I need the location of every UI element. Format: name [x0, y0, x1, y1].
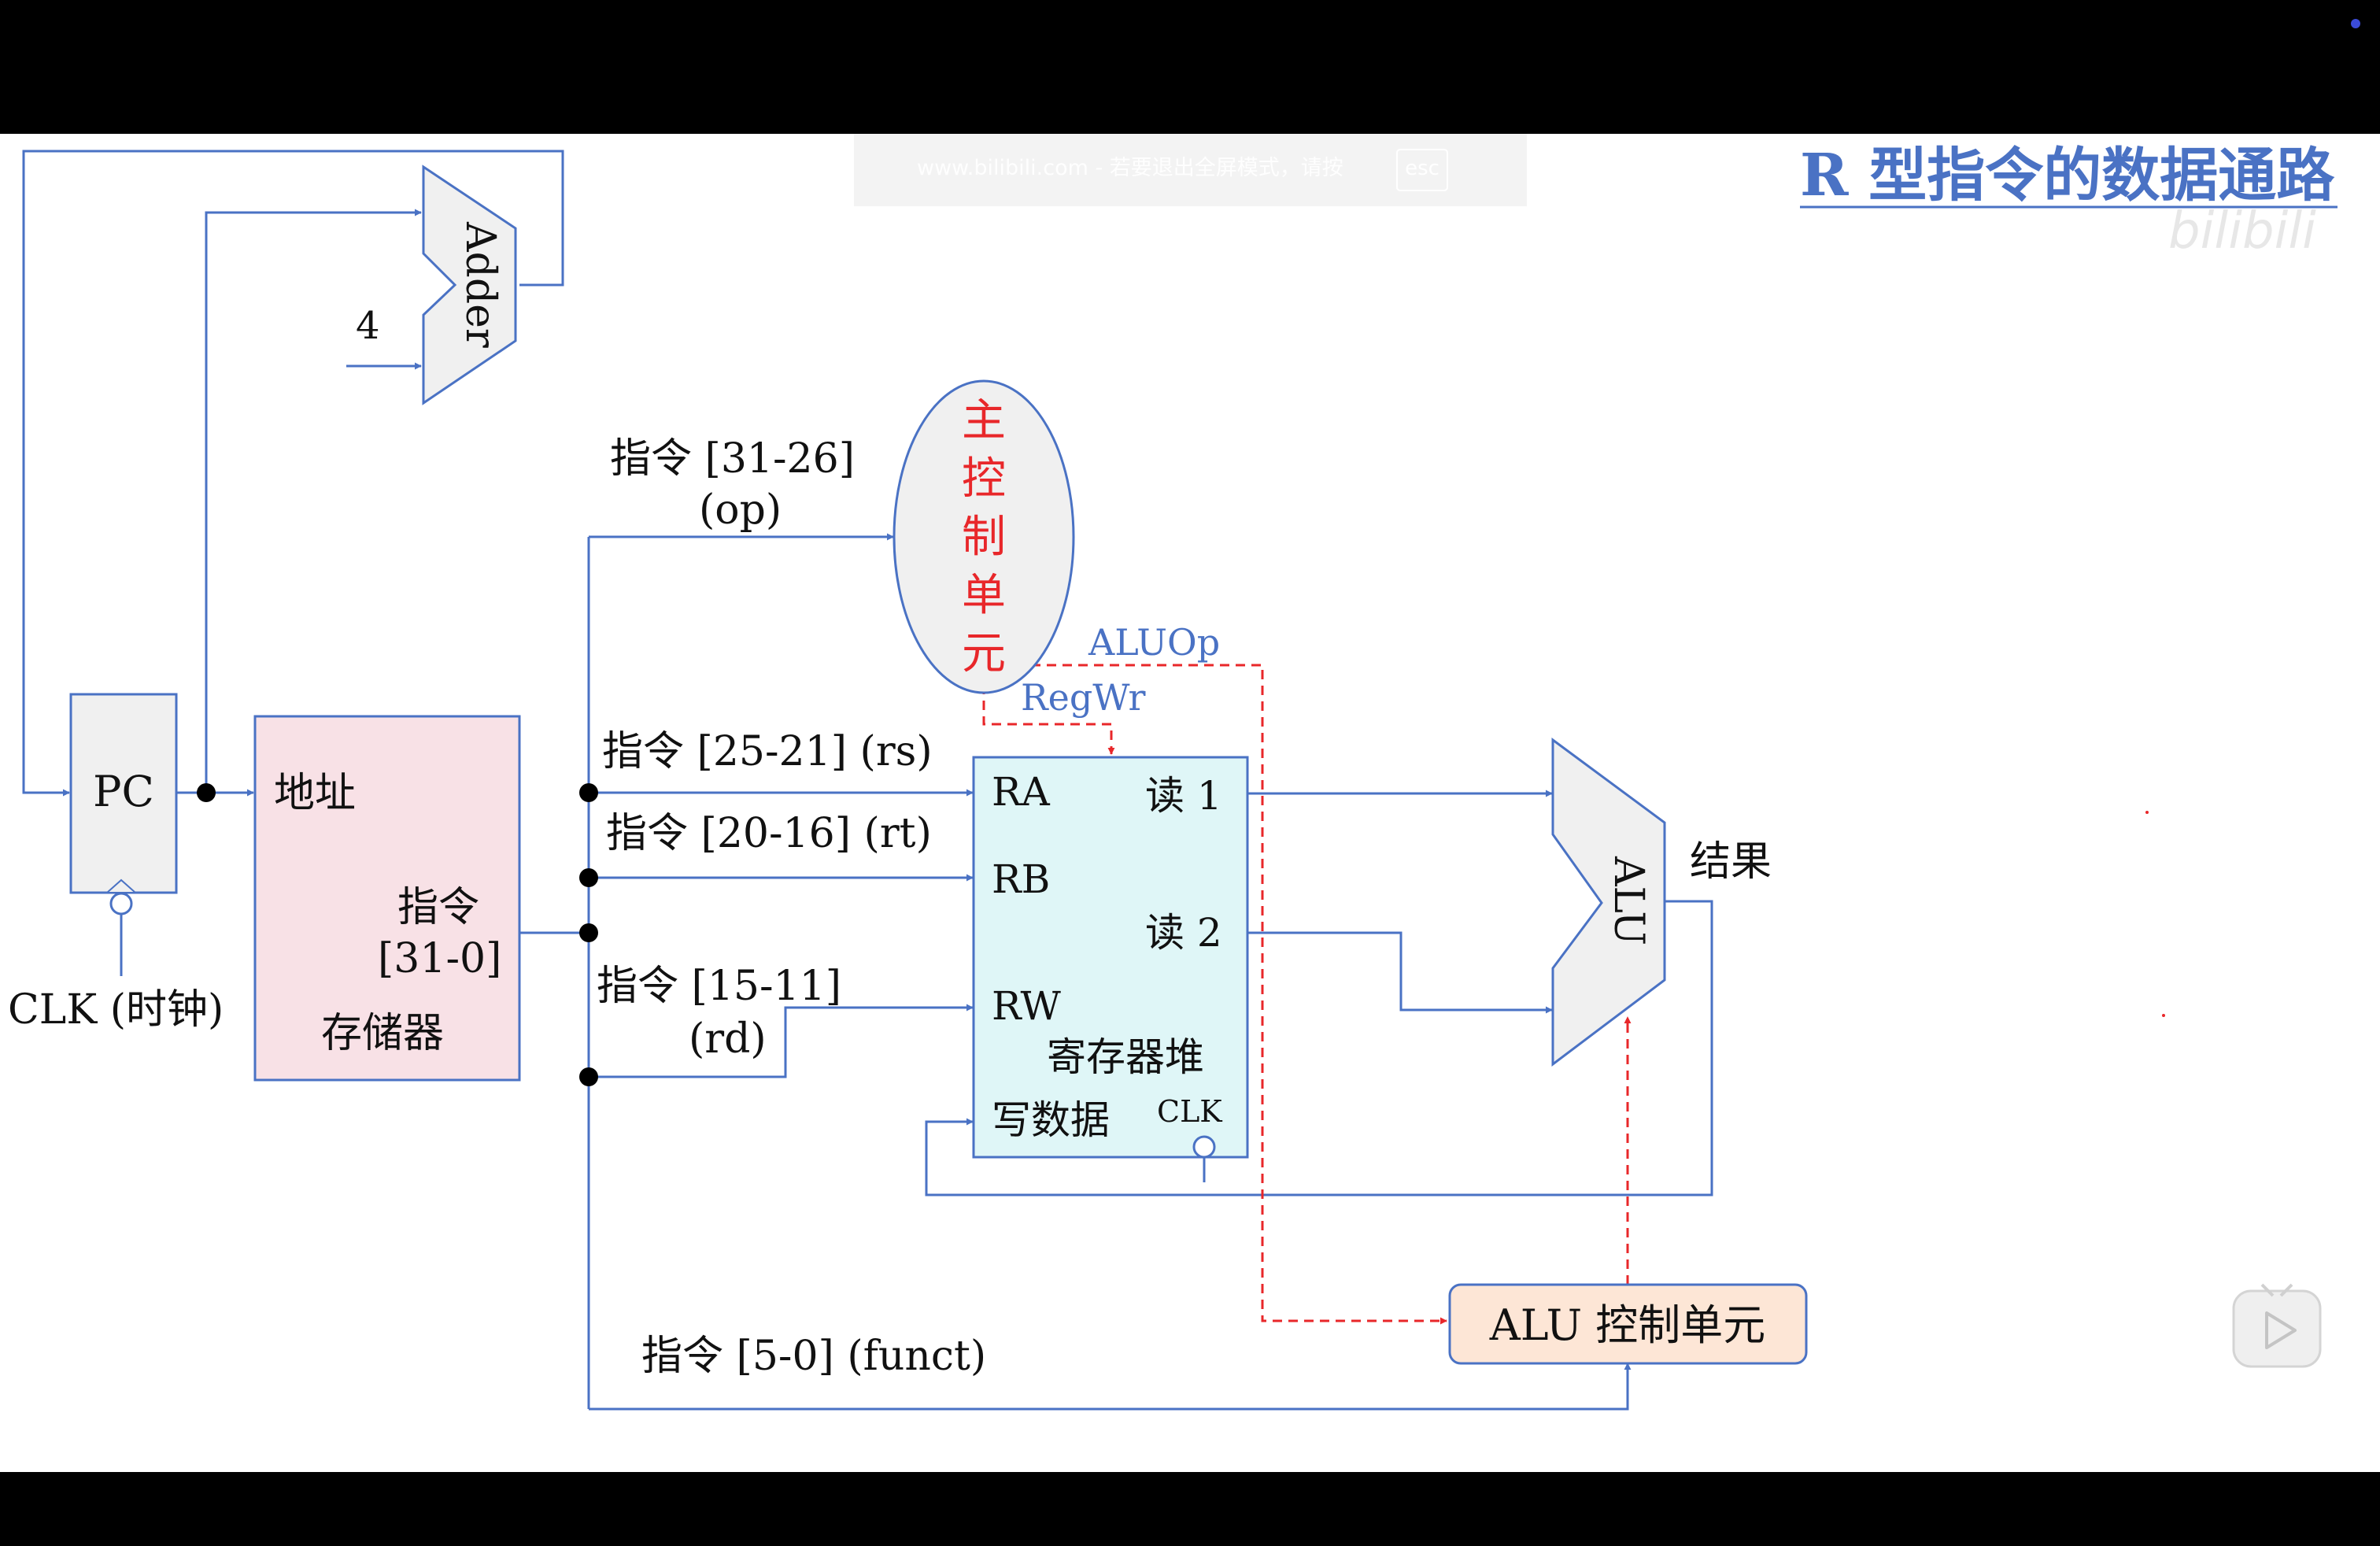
junction-dots [197, 783, 598, 1086]
esc-key-badge[interactable] [1396, 149, 1448, 191]
main-control-char-2: 控 [962, 453, 1006, 505]
fullscreen-notice-text: www.bilibili.com - 若要退出全屏模式，请按 [917, 156, 1343, 180]
signal-rd-line1: 指令 [15-11] [597, 963, 841, 1010]
regfile-clk: CLK [1157, 1094, 1222, 1129]
memory-name: 存储器 [321, 1010, 444, 1057]
regfile-rb: RB [992, 856, 1050, 902]
main-control-char-5: 元 [962, 628, 1006, 679]
pc-register: PC [69, 693, 178, 915]
regfile-read2: 读 2 [1145, 910, 1222, 956]
memory-address-label: 地址 [274, 770, 356, 817]
esc-key-label: esc [1405, 157, 1439, 180]
signal-rd-line2: (rd) [689, 1015, 767, 1063]
register-file: RA RB RW 读 1 读 2 寄存器堆 写数据 CLK [972, 756, 1249, 1159]
datapath-wires [22, 150, 1713, 1411]
signal-rt: 指令 [20-16] (rt) [606, 810, 932, 857]
signal-aluop: ALUOp [1088, 621, 1220, 664]
fullscreen-notice: www.bilibili.com - 若要退出全屏模式，请按 esc [854, 134, 1527, 206]
alu-label: ALU [1605, 856, 1652, 945]
regfile-write-data: 写数据 [992, 1097, 1110, 1143]
play-button-icon[interactable] [2232, 1283, 2322, 1368]
main-control-char-1: 主 [962, 395, 1006, 446]
control-wires [982, 664, 1632, 1325]
instruction-memory: 地址 指令 [31-0] 存储器 [253, 715, 521, 1082]
adder-label: Adder [456, 221, 504, 348]
alu-result-label: 结果 [1690, 838, 1772, 886]
adder-block: Adder [422, 165, 517, 405]
regfile-read1: 读 1 [1145, 773, 1222, 819]
signal-op-line2: (op) [699, 486, 782, 534]
pc-clock-label: CLK (时钟) [8, 986, 224, 1034]
main-control-char-3: 制 [962, 512, 1006, 563]
signal-labels: 指令 [31-26] (op) 指令 [25-21] (rs) 指令 [20-1… [597, 435, 1220, 1380]
alu-block: ALU [1551, 738, 1666, 1067]
regfile-ra: RA [992, 769, 1051, 815]
speck-1 [2145, 811, 2149, 814]
pc-label: PC [93, 767, 154, 816]
alu-control-label: ALU 控制单元 [1489, 1300, 1766, 1350]
alu-control-unit: ALU 控制单元 [1448, 1283, 1808, 1365]
adder-constant-label: 4 [356, 304, 380, 348]
status-dot [2351, 19, 2360, 28]
main-control-unit: 主 控 制 单 元 [893, 379, 1075, 694]
regfile-name: 寄存器堆 [1047, 1034, 1204, 1080]
main-control-char-4: 单 [962, 570, 1006, 621]
watermark-text: bilibili [2168, 202, 2316, 261]
regfile-rw: RW [992, 983, 1062, 1029]
memory-out-range: [31-0] [378, 935, 501, 982]
speck-2 [2162, 1014, 2165, 1017]
page-title: R 型指令的数据通路 [1800, 142, 2335, 209]
signal-rs: 指令 [25-21] (rs) [602, 728, 933, 775]
signal-funct: 指令 [5-0] (funct) [641, 1333, 986, 1380]
signal-regwr: RegWr [1021, 676, 1146, 719]
memory-out-label: 指令 [397, 884, 479, 931]
signal-op-line1: 指令 [31-26] [610, 435, 855, 483]
